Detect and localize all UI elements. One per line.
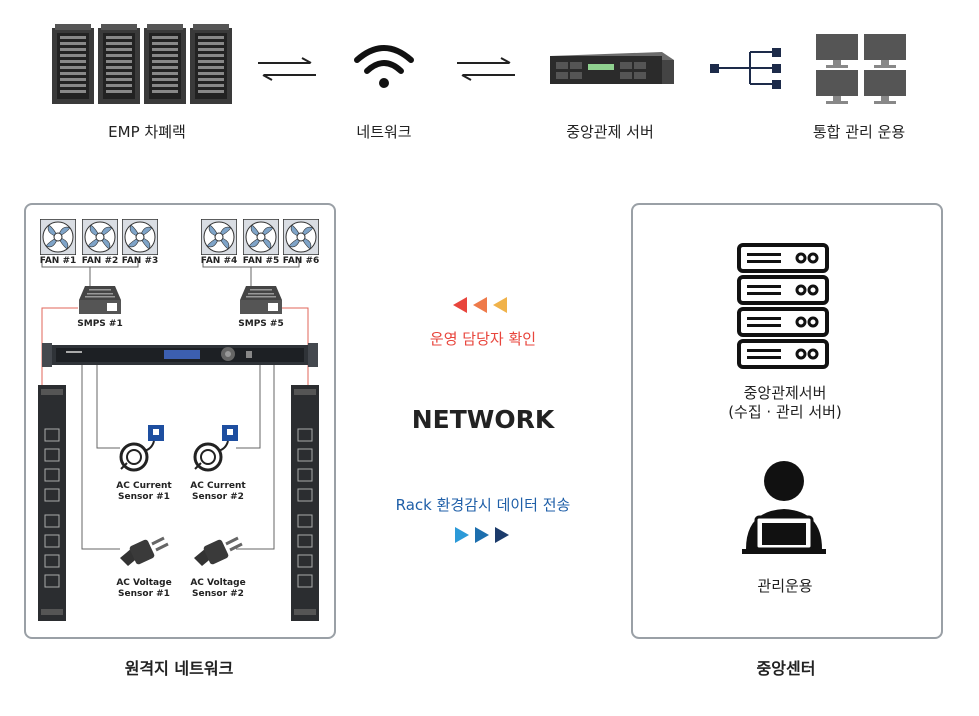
wifi-icon bbox=[354, 45, 414, 88]
fan-label: FAN #5 bbox=[242, 256, 280, 266]
fan-label: FAN #3 bbox=[121, 256, 159, 266]
fan-label: FAN #4 bbox=[200, 256, 238, 266]
fan-icon-1 bbox=[40, 219, 76, 255]
fan-icon-3 bbox=[122, 219, 158, 255]
central-server-caption-1: 중앙관제서버 bbox=[743, 384, 827, 402]
bidirectional-arrow-icon bbox=[457, 57, 515, 81]
ac-voltage-sensor-icon-1 bbox=[120, 536, 169, 566]
server-rack-icon bbox=[52, 24, 232, 104]
network-label: 네트워크 bbox=[356, 123, 412, 141]
operations-label: 관리운용 bbox=[757, 577, 813, 595]
emp-rack-label: EMP 차폐랙 bbox=[108, 123, 186, 141]
smps-label: SMPS #5 bbox=[238, 319, 284, 329]
bidirectional-arrow-icon bbox=[258, 57, 316, 81]
central-server-label: 중앙관제 서버 bbox=[566, 123, 654, 141]
fan-label: FAN #6 bbox=[282, 256, 320, 266]
left-arrows-icon bbox=[453, 297, 507, 313]
fan-label: FAN #2 bbox=[81, 256, 119, 266]
operator-check-label: 운영 담당자 확인 bbox=[429, 330, 537, 348]
ac-voltage-sensor-icon-2 bbox=[194, 536, 243, 566]
operator-user-icon bbox=[742, 461, 826, 554]
rack-server-icon bbox=[550, 52, 674, 84]
central-server-caption-2: (수집 · 관리 서버) bbox=[728, 403, 842, 421]
monitoring-controller-icon bbox=[42, 343, 318, 367]
fan-icon-6 bbox=[283, 219, 319, 255]
ac-current-sensor-icon-1 bbox=[119, 425, 164, 472]
rack-transfer-label: Rack 환경감시 데이터 전송 bbox=[395, 496, 571, 514]
fan-icon-4 bbox=[201, 219, 237, 255]
server-stack-icon bbox=[737, 243, 829, 369]
pdu-strip-right bbox=[291, 385, 319, 621]
fan-icon-2 bbox=[82, 219, 118, 255]
remote-site-caption: 원격지 네트워크 bbox=[124, 659, 234, 678]
smps-icon-2 bbox=[240, 286, 282, 314]
network-hub-icon bbox=[710, 48, 781, 89]
smps-icon-1 bbox=[79, 286, 121, 314]
network-heading: NETWORK bbox=[411, 405, 555, 434]
fan-icon-5 bbox=[243, 219, 279, 255]
central-center-caption: 중앙센터 bbox=[756, 659, 816, 678]
fan-label: FAN #1 bbox=[39, 256, 77, 266]
right-arrows-icon bbox=[455, 527, 509, 543]
integrated-ops-label: 통합 관리 운용 bbox=[812, 123, 906, 141]
ac-current-sensor-icon-2 bbox=[193, 425, 238, 472]
wiring-lines bbox=[41, 258, 309, 550]
smps-label: SMPS #1 bbox=[77, 319, 123, 329]
pdu-strip-left bbox=[38, 385, 66, 621]
monitor-wall-icon bbox=[816, 34, 906, 104]
remote-site-panel bbox=[24, 203, 336, 639]
